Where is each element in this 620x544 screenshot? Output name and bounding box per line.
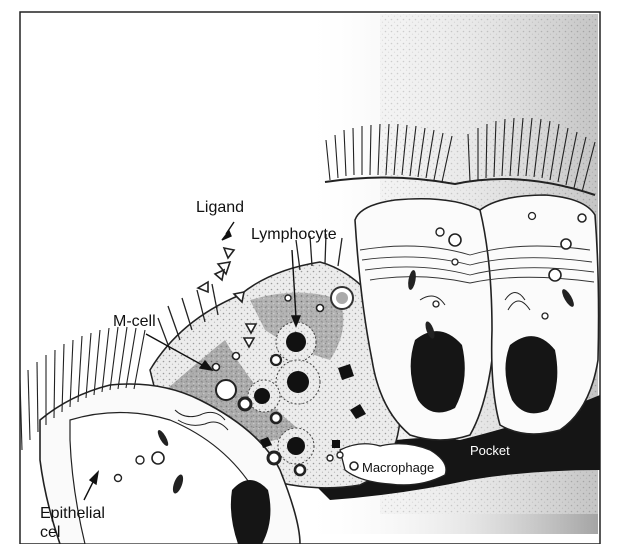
vesicle [115, 475, 122, 482]
left-nucleus [231, 480, 271, 544]
lymphocyte-nucleus [286, 332, 306, 352]
m-cell-label: M-cell [113, 313, 156, 331]
epithelial-cell-label-line2: cel [40, 524, 60, 542]
vesicle [449, 234, 461, 246]
right-nucleus-1 [411, 331, 465, 412]
vesicle [136, 456, 144, 464]
right-nucleus-2 [505, 336, 557, 413]
vesicle [436, 228, 444, 236]
epithelial-cell-label-line1: Epithelial [40, 505, 105, 523]
pocket-label: Pocket [470, 442, 510, 460]
macrophage-label: Macrophage [360, 459, 436, 477]
vesicle [152, 452, 164, 464]
ligand-label: Ligand [196, 199, 244, 217]
lymphocyte-label: Lymphocyte [251, 226, 337, 244]
